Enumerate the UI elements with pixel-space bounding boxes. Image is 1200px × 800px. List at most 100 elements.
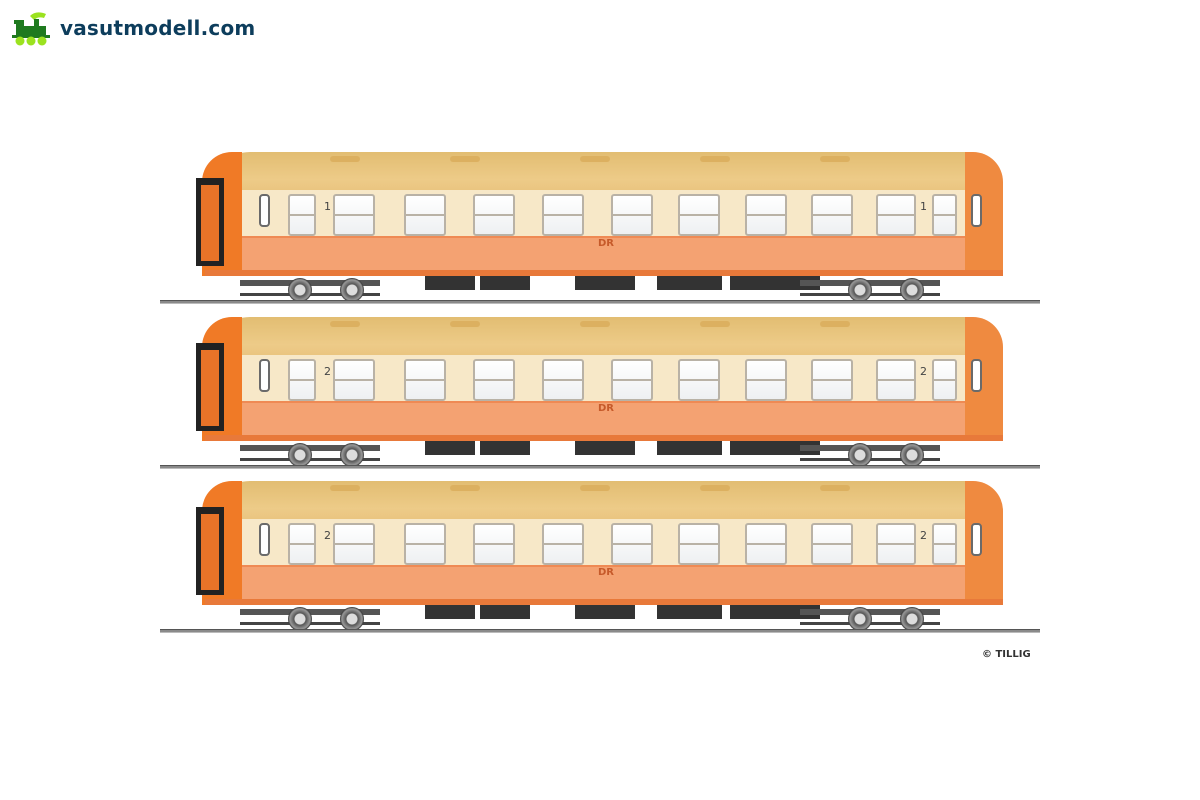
- gangway-diaphragm: [196, 178, 224, 266]
- class-label: 2: [920, 529, 927, 542]
- coach-window: [288, 194, 316, 236]
- roof-vent: [700, 321, 730, 327]
- class-label: 1: [920, 200, 927, 213]
- coach-window: [876, 523, 916, 565]
- wheel: [288, 607, 312, 631]
- coach-window: [473, 523, 515, 565]
- sole-bar: [205, 435, 1003, 441]
- track-rail: [160, 300, 1040, 304]
- wheel: [288, 278, 312, 302]
- coach-window: [745, 194, 787, 236]
- wheel: [848, 278, 872, 302]
- underframe-equipment: [760, 441, 820, 455]
- coach-window: [611, 194, 653, 236]
- track-rail: [160, 465, 1040, 469]
- bogie: [800, 603, 940, 631]
- underframe-equipment: [575, 441, 635, 455]
- gangway-diaphragm: [196, 507, 224, 595]
- door-window: [971, 194, 982, 227]
- door-window: [259, 194, 270, 227]
- door-window: [971, 523, 982, 556]
- wheel: [340, 443, 364, 467]
- coach-window: [542, 359, 584, 401]
- coach-window: [811, 194, 853, 236]
- coach-window: [333, 194, 375, 236]
- coach-window: [542, 194, 584, 236]
- roof-vent: [580, 485, 610, 491]
- coach-window: [811, 523, 853, 565]
- underframe-equipment: [480, 605, 530, 619]
- copyright-notice: © TILLIG: [982, 649, 1031, 660]
- roof-vent: [580, 321, 610, 327]
- coach-window: [473, 359, 515, 401]
- roof-vent: [580, 156, 610, 162]
- track-rail: [160, 629, 1040, 633]
- coach-window: [404, 523, 446, 565]
- bogie: [800, 439, 940, 467]
- sole-bar: [205, 270, 1003, 276]
- wheel: [900, 443, 924, 467]
- underframe-equipment: [657, 605, 722, 619]
- coach-window: [876, 359, 916, 401]
- operator-label: DR: [598, 567, 615, 578]
- roof-vent: [700, 156, 730, 162]
- roof-vent: [820, 321, 850, 327]
- roof-vent: [820, 485, 850, 491]
- wheel: [340, 607, 364, 631]
- orange-band: [238, 236, 968, 272]
- logo-text: vasutmodell.com: [60, 16, 256, 40]
- coach-window: [876, 194, 916, 236]
- roof-vent: [330, 156, 360, 162]
- coach-window: [611, 359, 653, 401]
- coach-window: [932, 194, 957, 236]
- coach-window: [404, 194, 446, 236]
- operator-label: DR: [598, 238, 615, 249]
- operator-label: DR: [598, 403, 615, 414]
- door-window: [259, 359, 270, 392]
- wheel: [900, 607, 924, 631]
- door-window: [259, 523, 270, 556]
- roof-vent: [450, 156, 480, 162]
- coach-window: [542, 523, 584, 565]
- roof-vent: [330, 321, 360, 327]
- locomotive-icon: [12, 12, 50, 46]
- class-label: 1: [324, 200, 331, 213]
- coach-window: [404, 359, 446, 401]
- underframe-equipment: [657, 276, 722, 290]
- coach-window: [333, 523, 375, 565]
- coach-window: [932, 523, 957, 565]
- coach-window: [473, 194, 515, 236]
- class-label: 2: [920, 365, 927, 378]
- roof-vent: [700, 485, 730, 491]
- coach-window: [678, 359, 720, 401]
- coach-window: [745, 523, 787, 565]
- roof-vent: [450, 321, 480, 327]
- coach-window: [611, 523, 653, 565]
- coach-window: [333, 359, 375, 401]
- wheel: [288, 443, 312, 467]
- roof-vent: [820, 156, 850, 162]
- orange-band: [238, 565, 968, 601]
- underframe-equipment: [575, 276, 635, 290]
- underframe-equipment: [425, 605, 475, 619]
- coach-window: [678, 523, 720, 565]
- underframe-equipment: [425, 441, 475, 455]
- coach-window: [811, 359, 853, 401]
- class-label: 2: [324, 529, 331, 542]
- roof-vent: [330, 485, 360, 491]
- wheel: [848, 607, 872, 631]
- underframe-equipment: [425, 276, 475, 290]
- site-logo[interactable]: vasutmodell.com: [10, 10, 255, 46]
- coach-window: [288, 359, 316, 401]
- orange-band: [238, 401, 968, 437]
- underframe-equipment: [760, 605, 820, 619]
- roof-vent: [450, 485, 480, 491]
- coach-window: [288, 523, 316, 565]
- door-window: [971, 359, 982, 392]
- class-label: 2: [324, 365, 331, 378]
- coach-window: [678, 194, 720, 236]
- wheel: [340, 278, 364, 302]
- wheel: [900, 278, 924, 302]
